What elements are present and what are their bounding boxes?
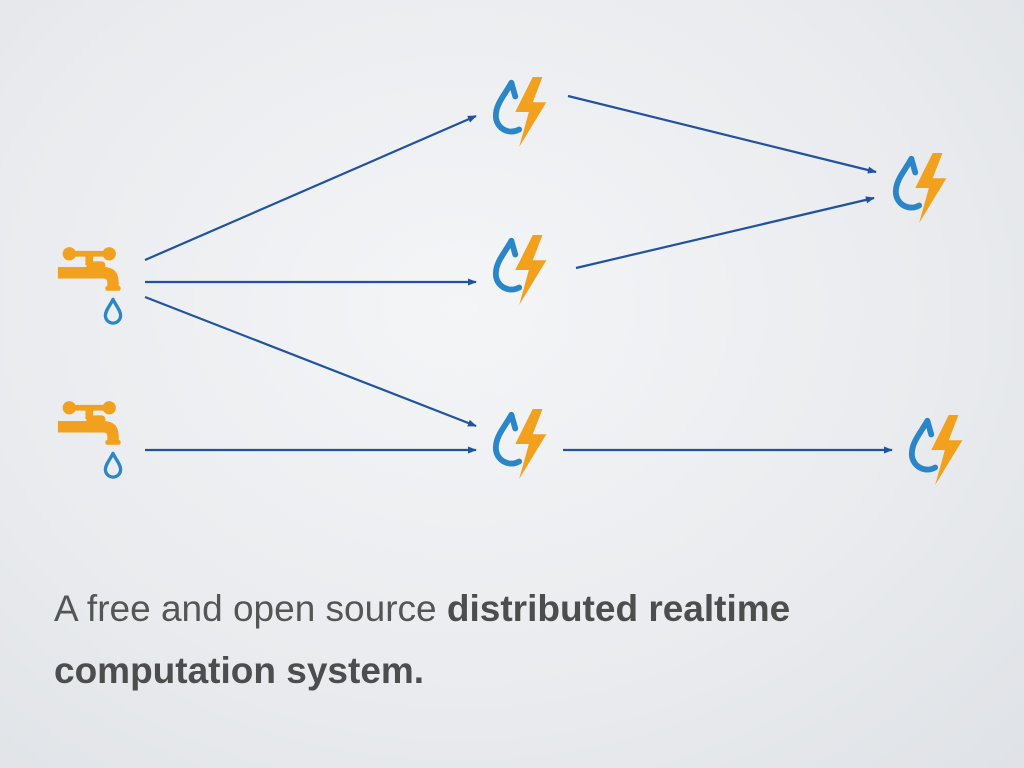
drop-bolt-icon [896,153,947,223]
caption-bold-line1: distributed realtime [446,588,791,629]
edges-layer [144,94,893,454]
caption-plain: A free and open source [54,588,447,629]
edge-arrow-spout-1-to-bolt-3 [144,295,477,428]
faucet-icon [56,399,123,479]
drop-bolt-icon [912,415,963,485]
edge-arrow-bolt-1-to-bolt-4 [567,94,877,174]
faucet-icon [56,245,123,325]
drop-bolt-icon [496,409,547,479]
caption-bold-line2: computation system. [54,650,425,691]
topology-diagram [56,0,1024,560]
caption-text: A free and open source distributed realt… [54,578,994,702]
edge-arrow-bolt-2-to-bolt-4 [575,196,875,270]
drop-bolt-icon [496,77,547,147]
edge-arrow-spout-1-to-bolt-1 [144,114,477,262]
drop-bolt-icon [496,235,547,305]
